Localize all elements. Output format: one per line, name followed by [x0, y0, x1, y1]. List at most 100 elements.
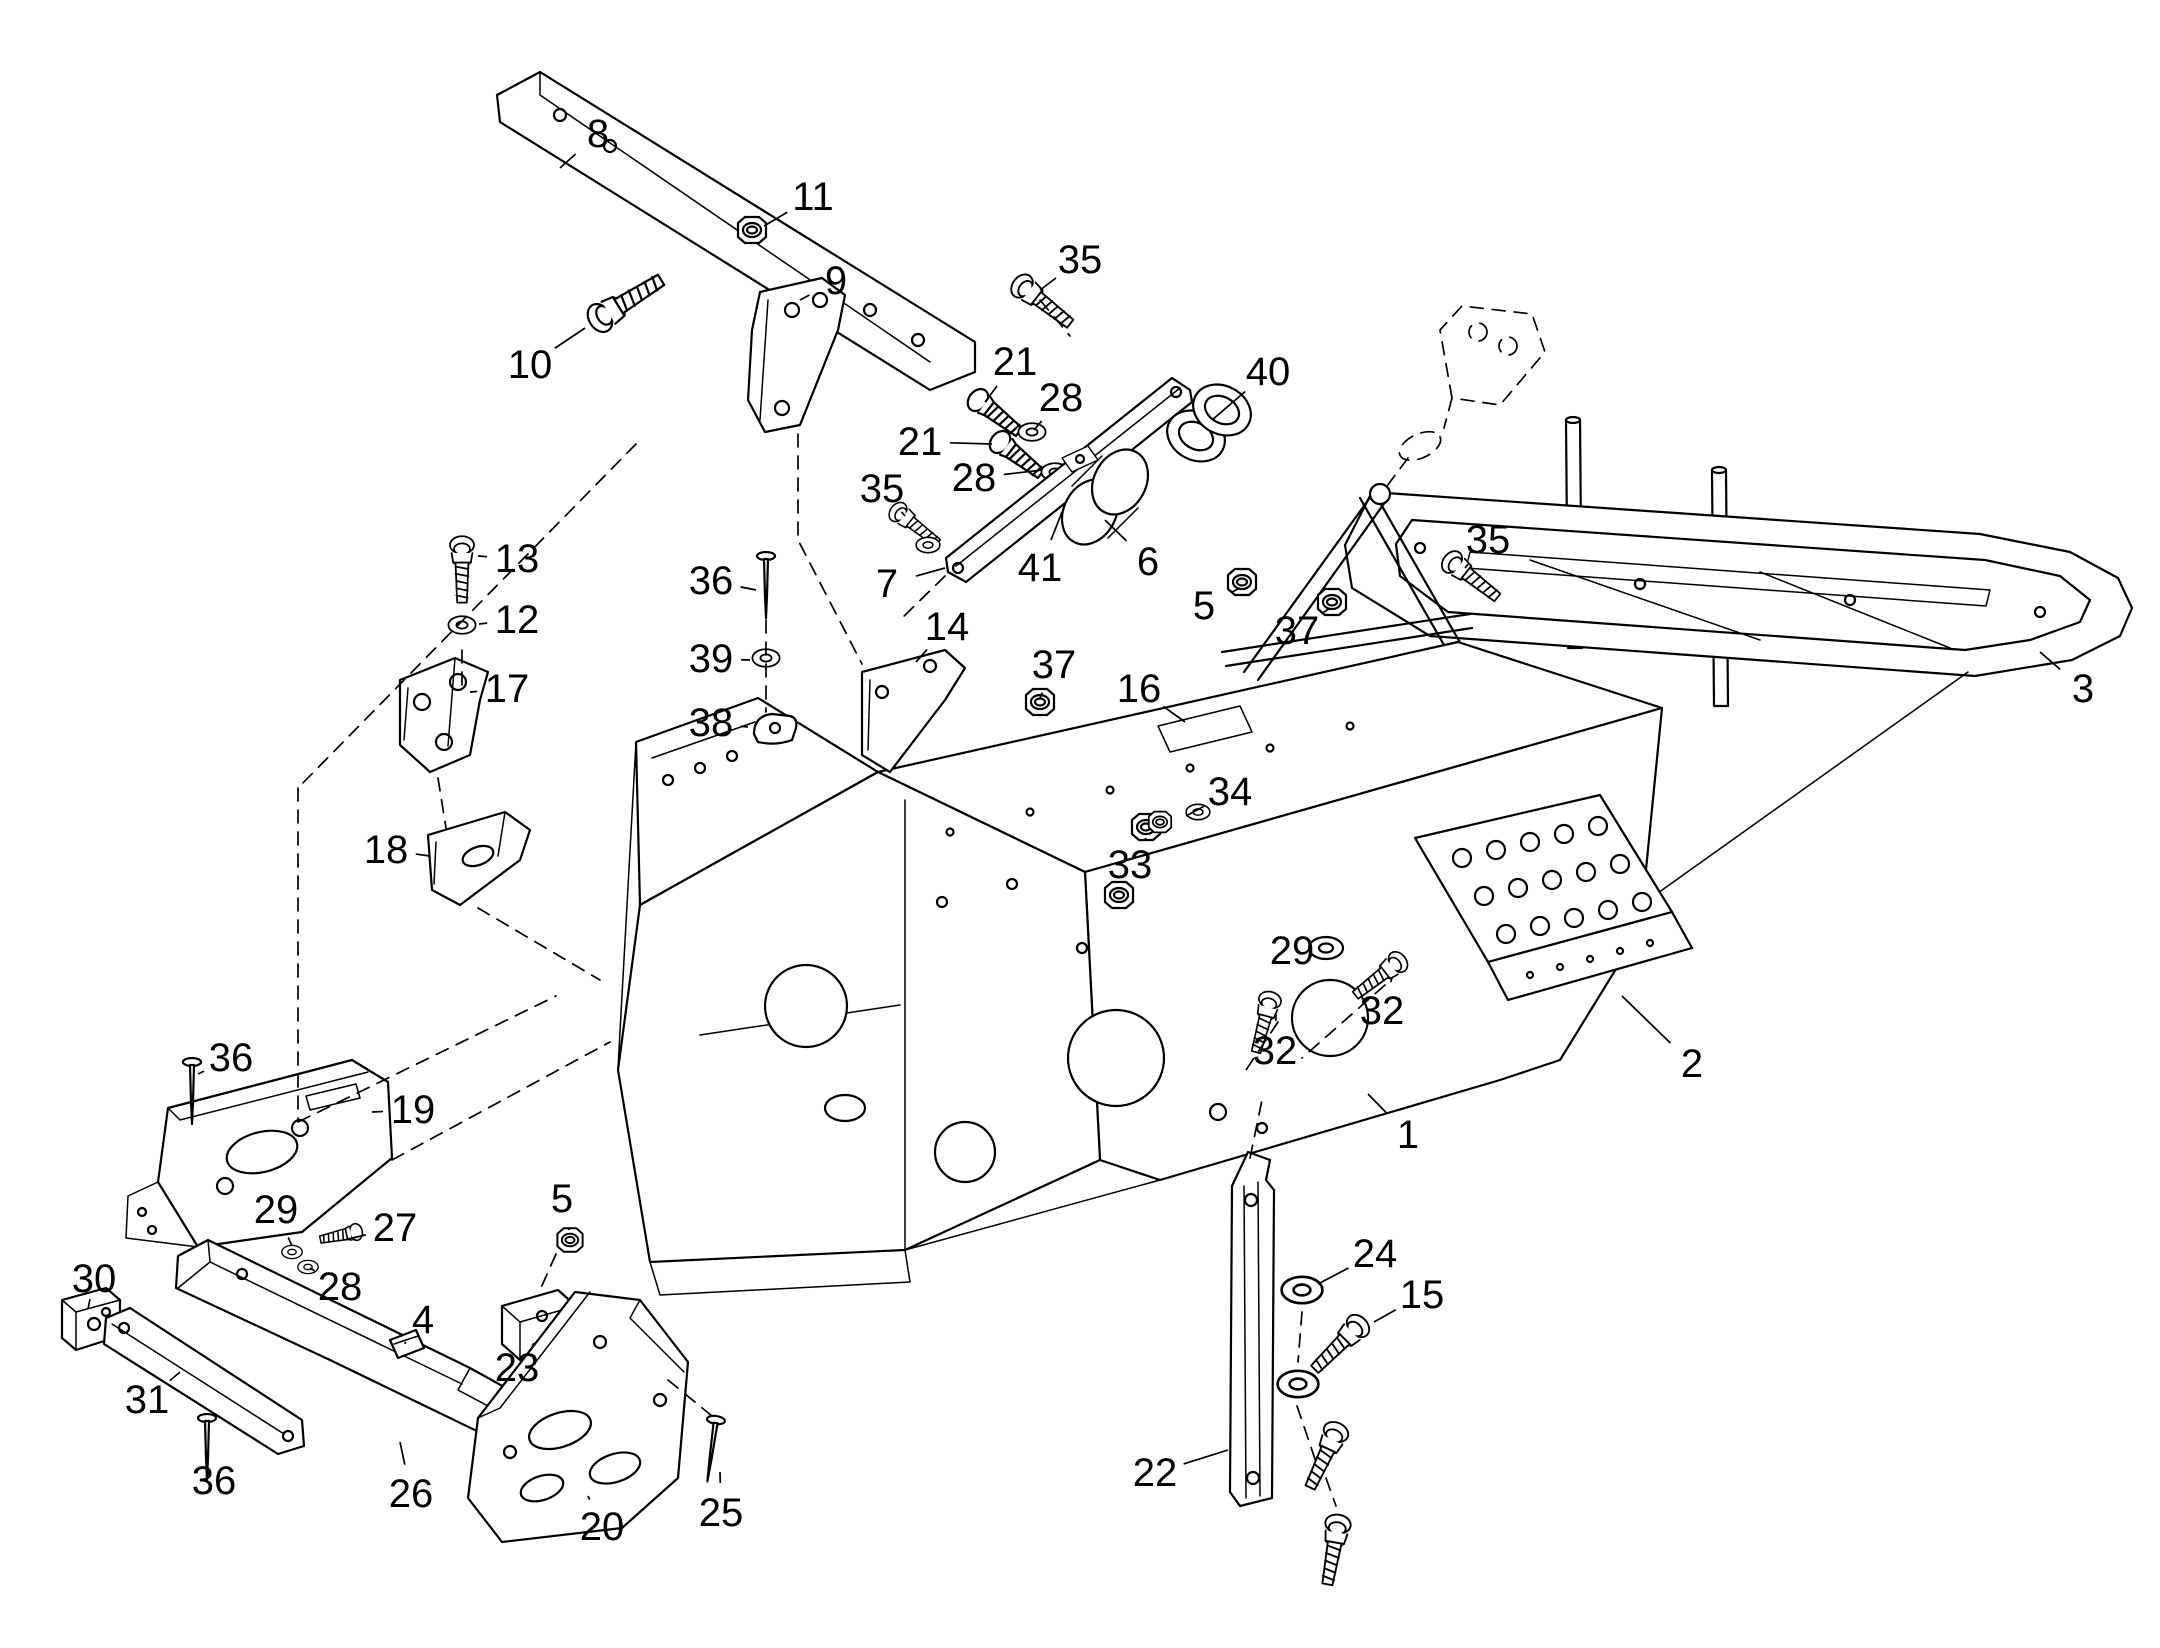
- part-40-mount-rings: [1166, 383, 1252, 463]
- callout-leader-35: [1464, 562, 1470, 569]
- nut-37a: [1316, 587, 1348, 617]
- part-4-clip: [388, 1328, 426, 1360]
- part-19-bracket-plate: [125, 1058, 394, 1249]
- part-9-bracket: [746, 276, 847, 434]
- callout-leader-31: [169, 1371, 181, 1382]
- callout-7: 7: [876, 562, 898, 606]
- callout-leader-23: [531, 1342, 535, 1347]
- callout-23: 23: [495, 1346, 540, 1390]
- part-14-bracket: [860, 648, 967, 774]
- bolt-15a: [1304, 1309, 1375, 1380]
- callout-29: 29: [254, 1188, 299, 1232]
- callout-leader-7: [915, 567, 946, 577]
- part-16-label-plate: [1157, 705, 1253, 753]
- callout-leader-38: [740, 725, 749, 728]
- callout-leader-36: [197, 1070, 205, 1075]
- part-6-tube: [1060, 445, 1150, 546]
- bolt-10: [581, 266, 671, 338]
- nut-37b: [1024, 687, 1056, 717]
- screw-27: [317, 1221, 365, 1249]
- callout-leader-16: [1162, 705, 1186, 723]
- callout-33: 33: [1108, 843, 1153, 887]
- callout-leader-6: [1104, 519, 1128, 542]
- callout-leader-17: [469, 690, 478, 693]
- callout-leader-28: [309, 1267, 316, 1272]
- frame-brace-struts: [1220, 482, 1474, 682]
- callout-5: 5: [551, 1177, 573, 1221]
- callout-11: 11: [792, 175, 834, 219]
- callout-leader-8: [559, 153, 577, 169]
- callout-4: 4: [412, 1298, 434, 1342]
- callout-32: 32: [1253, 1029, 1298, 1073]
- callout-leader-12: [478, 622, 488, 625]
- callout-41: 41: [1018, 546, 1063, 590]
- callout-leader-40: [1211, 390, 1246, 421]
- callout-21: 21: [898, 420, 943, 464]
- part-17-bracket: [398, 656, 490, 774]
- callout-32: 32: [1360, 989, 1405, 1033]
- callout-13: 13: [495, 537, 540, 581]
- callout-29: 29: [1270, 929, 1315, 973]
- callout-20: 20: [580, 1505, 625, 1549]
- callout-5: 5: [1193, 584, 1215, 628]
- callout-14: 14: [925, 605, 970, 649]
- callout-40: 40: [1246, 350, 1291, 394]
- callout-24: 24: [1353, 1232, 1398, 1276]
- callout-35: 35: [1466, 518, 1511, 562]
- callout-leader-32: [1389, 977, 1393, 983]
- callout-3: 3: [2072, 667, 2094, 711]
- nut-11: [736, 215, 768, 245]
- part-2-footboard: [1413, 793, 1694, 1002]
- callout-16: 16: [1117, 667, 1162, 711]
- washer-7: [915, 536, 941, 554]
- washer-12: [447, 615, 477, 635]
- callout-37: 37: [1275, 609, 1320, 653]
- callout-leader-9: [799, 294, 810, 301]
- part-41-strip: [944, 376, 1194, 584]
- steering-bracket-ghost: [1383, 305, 1546, 491]
- part-20-gusset-plate: [466, 1290, 690, 1544]
- callout-17: 17: [485, 667, 530, 711]
- part-31-bar: [102, 1306, 306, 1456]
- callout-36: 36: [689, 559, 734, 603]
- callout-26: 26: [389, 1472, 434, 1516]
- callout-leader-1: [1367, 1093, 1388, 1115]
- callout-37: 37: [1032, 643, 1077, 687]
- washer-28c: [297, 1259, 319, 1275]
- callout-28: 28: [952, 456, 997, 500]
- callout-leader-21: [949, 441, 993, 445]
- callout-leader-35: [1039, 277, 1057, 291]
- callout-leader-4: [403, 1341, 407, 1345]
- callout-leader-28: [1003, 469, 1043, 476]
- callout-leader-11: [763, 211, 788, 227]
- callout-leader-36: [740, 586, 757, 591]
- callout-39: 39: [689, 637, 734, 681]
- bolt-13: [449, 535, 475, 604]
- washer-34: [1185, 803, 1211, 821]
- part-3-rear-rail-frame: [1343, 415, 2134, 921]
- callout-22: 22: [1133, 1451, 1178, 1495]
- pin-25: [697, 1413, 727, 1484]
- callout-9: 9: [825, 259, 847, 303]
- callout-leader-15: [1373, 1308, 1397, 1323]
- washer-24a: [1280, 1275, 1324, 1305]
- callout-leader-20: [587, 1495, 591, 1501]
- nut-5b: [556, 1227, 584, 1253]
- callout-12: 12: [495, 598, 540, 642]
- callout-27: 27: [373, 1206, 418, 1250]
- callout-28: 28: [318, 1265, 363, 1309]
- callout-1: 1: [1397, 1113, 1419, 1157]
- callout-leader-27: [343, 1234, 366, 1241]
- callout-leader-5: [1230, 587, 1241, 594]
- callout-34: 34: [1208, 770, 1253, 814]
- callout-leader-22: [1183, 1449, 1229, 1465]
- part-18-bracket: [426, 810, 532, 907]
- callout-leader-37: [1321, 607, 1331, 615]
- washer-28a: [1017, 422, 1047, 442]
- callout-2: 2: [1681, 1042, 1703, 1086]
- part-22-support-strip: [1228, 1150, 1276, 1508]
- callout-leader-21: [984, 385, 998, 403]
- callout-leader-18: [415, 853, 431, 857]
